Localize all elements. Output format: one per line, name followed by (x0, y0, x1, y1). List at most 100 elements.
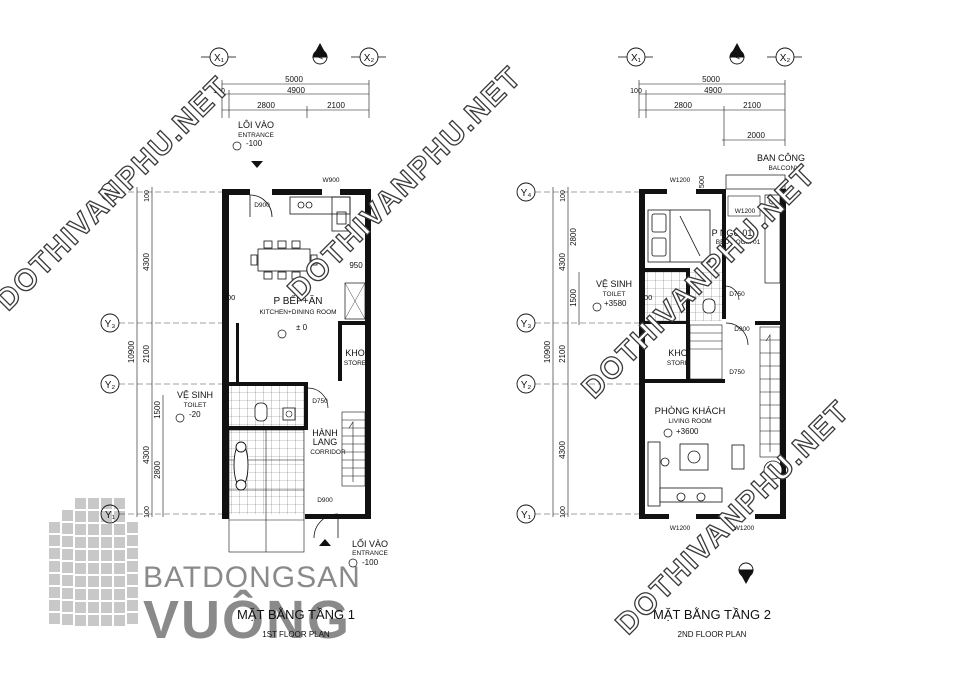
logo-square (49, 574, 60, 585)
svg-text:4300: 4300 (558, 253, 567, 271)
svg-text:4900: 4900 (287, 86, 305, 95)
logo-square (101, 602, 112, 613)
svg-text:100: 100 (144, 190, 151, 202)
svg-text:4300: 4300 (558, 441, 567, 459)
watermark-1: DOTHIVANPHU.NET (0, 70, 236, 317)
kitchen-counter (289, 196, 351, 232)
logo-square (88, 550, 99, 561)
logo-square (88, 602, 99, 613)
logo-square (49, 600, 60, 611)
svg-text:W1200: W1200 (734, 525, 755, 532)
svg-text:Y₂: Y₂ (105, 380, 116, 391)
svg-text:Y₁: Y₁ (105, 510, 116, 521)
svg-text:100: 100 (630, 88, 642, 95)
grid-marker-y1: Y₁ (100, 504, 225, 524)
svg-text:D900: D900 (734, 326, 750, 333)
svg-text:100: 100 (560, 190, 567, 202)
walls-2 (639, 189, 786, 519)
logo-square (127, 548, 138, 559)
fridge (344, 282, 366, 320)
svg-text:1500: 1500 (569, 289, 578, 307)
entrance-bottom-label: LỐI VÀO (352, 538, 388, 549)
door-bottom (313, 513, 339, 546)
grid-marker-y2: Y₂ (100, 374, 225, 394)
toilet-label-1: VỆ SINH (177, 390, 213, 400)
dimension-top: 5000 4900 100 2800 2100 (213, 75, 370, 118)
logo-top-text: BATDONGSAN (143, 561, 361, 594)
logo-square (101, 511, 112, 522)
svg-text:W1200: W1200 (670, 177, 691, 184)
logo-square (114, 524, 125, 535)
logo-square (88, 524, 99, 535)
logo-square (114, 563, 125, 574)
logo-square (49, 587, 60, 598)
bed (647, 209, 711, 263)
stairs-2 (689, 324, 781, 458)
logo: BATDONGSAN VUÔNG (49, 498, 361, 650)
logo-square (101, 498, 112, 509)
section-marker-bottom-b (738, 562, 754, 585)
entrance-top-label: LÔI VÀO (238, 120, 274, 130)
section-marker-top-b: A (729, 42, 745, 65)
svg-text:ENTRANCE: ENTRANCE (238, 132, 274, 139)
svg-text:STORE: STORE (667, 360, 690, 367)
parking-area (228, 429, 305, 553)
svg-text:BALCONY: BALCONY (768, 165, 800, 172)
svg-text:100: 100 (213, 88, 225, 95)
svg-text:-100: -100 (246, 139, 263, 148)
floor-plan-1: X₁ X₂ A 5000 4900 100 2800 2100 (100, 42, 389, 639)
svg-text:5000: 5000 (702, 75, 720, 84)
toilet-label-2: VỆ SINH (596, 279, 632, 289)
logo-square (88, 511, 99, 522)
stairs-1 (341, 411, 366, 487)
svg-text:2100: 2100 (327, 101, 345, 110)
plan2-subtitle: 2ND FLOOR PLAN (678, 630, 747, 639)
logo-square (49, 522, 60, 533)
logo-square (127, 587, 138, 598)
door-d900-2 (725, 322, 749, 346)
svg-text:W1200: W1200 (670, 525, 691, 532)
logo-square (114, 602, 125, 613)
store-label: KHO (345, 348, 365, 358)
svg-text:D750: D750 (729, 291, 745, 298)
logo-square (88, 563, 99, 574)
grid-marker-y3-b: Y₃ (516, 313, 640, 333)
svg-text:100: 100 (560, 506, 567, 518)
svg-text:Y₂: Y₂ (521, 380, 532, 391)
svg-text:+3580: +3580 (604, 299, 627, 308)
logo-square (101, 524, 112, 535)
svg-text:D750: D750 (729, 369, 745, 376)
logo-square (101, 615, 112, 626)
svg-text:Y₁: Y₁ (521, 510, 532, 521)
kitchen-label: P BẾP+ĂN (273, 294, 322, 307)
logo-square (75, 524, 86, 535)
svg-text:Y₄: Y₄ (105, 188, 116, 199)
svg-text:-20: -20 (189, 410, 201, 419)
logo-square (62, 536, 73, 547)
svg-text:950: 950 (349, 261, 363, 270)
logo-square (75, 511, 86, 522)
logo-square (101, 537, 112, 548)
logo-square (49, 561, 60, 572)
corridor-label: HÀNH (312, 428, 338, 438)
svg-text:1500: 1500 (153, 401, 162, 419)
logo-square (49, 548, 60, 559)
logo-square (75, 615, 86, 626)
svg-text:2800: 2800 (257, 101, 275, 110)
plan2-title: MẶT BẰNG TẦNG 2 (653, 607, 771, 622)
logo-square (101, 550, 112, 561)
logo-square (127, 574, 138, 585)
logo-square (88, 615, 99, 626)
logo-square (62, 575, 73, 586)
logo-square (114, 537, 125, 548)
logo-square (75, 537, 86, 548)
logo-square (75, 550, 86, 561)
svg-text:W900: W900 (323, 177, 340, 184)
svg-text:BED ROOM 01: BED ROOM 01 (716, 239, 761, 246)
svg-text:2800: 2800 (569, 228, 578, 246)
svg-text:X₂: X₂ (780, 53, 791, 64)
toilet-room-2 (645, 272, 722, 321)
logo-square (62, 523, 73, 534)
svg-text:4300: 4300 (142, 253, 151, 271)
logo-mark (49, 498, 138, 626)
